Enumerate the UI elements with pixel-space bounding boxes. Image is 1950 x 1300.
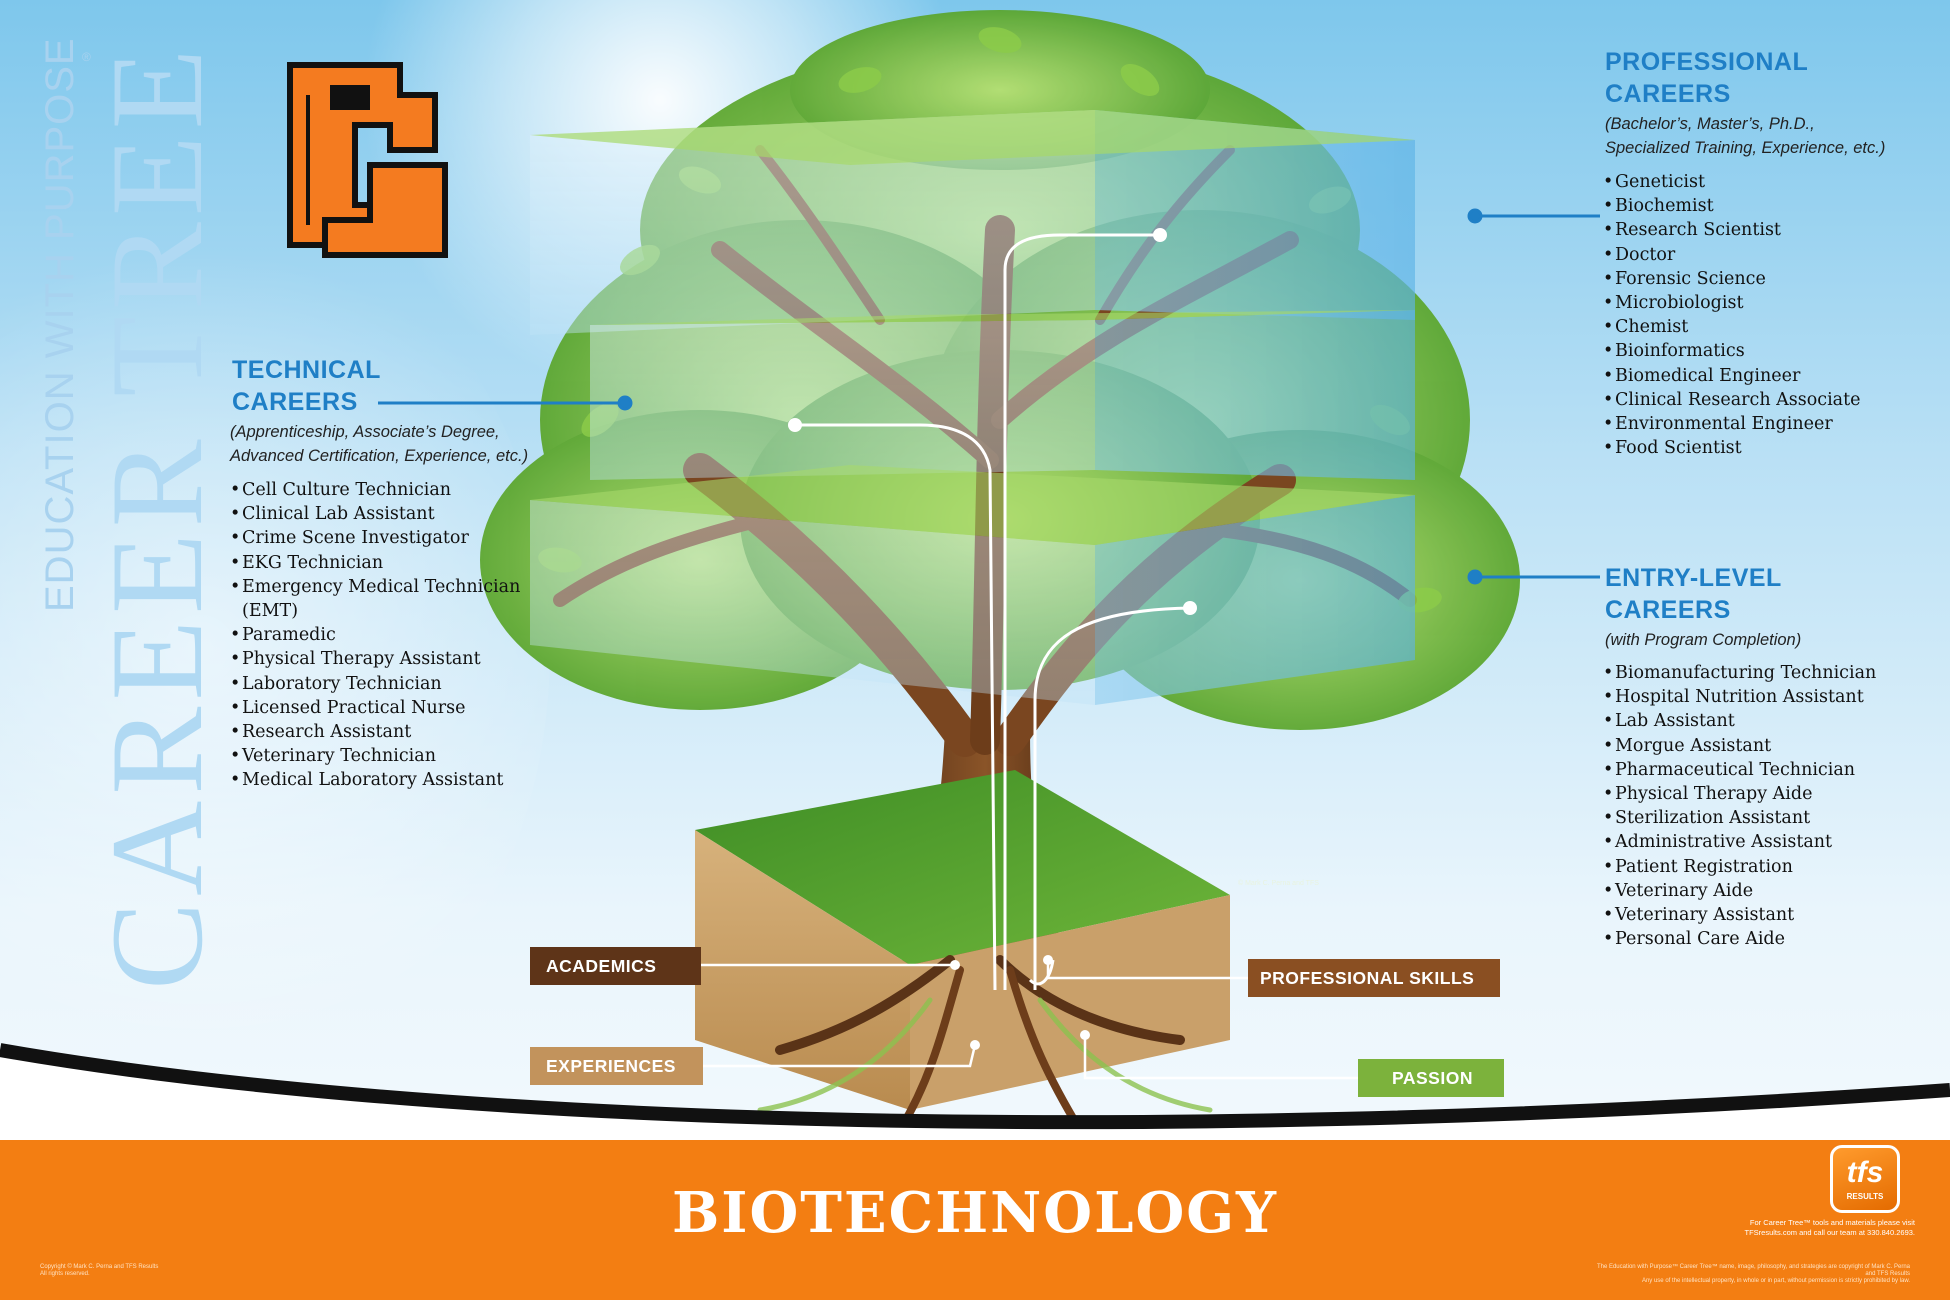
copyright-right: The Education with Purpose™ Career Tree™… xyxy=(1590,1264,1910,1285)
tfs-contact-note: For Career Tree™ tools and materials ple… xyxy=(1730,1218,1915,1238)
list-item: Administrative Assistant xyxy=(1603,830,1876,854)
technical-layer-box xyxy=(590,310,1415,480)
list-item: Lab Assistant xyxy=(1603,709,1876,733)
tfs-note-line2: TFSresults.com and call our team at 330.… xyxy=(1744,1228,1915,1237)
professional-skills-label: PROFESSIONAL SKILLS xyxy=(1248,959,1500,997)
technical-subtitle-line2: Advanced Certification, Experience, etc.… xyxy=(230,447,529,465)
copyright-left: Copyright © Mark C. Perna and TFS Result… xyxy=(40,1264,158,1278)
list-item: Veterinary Assistant xyxy=(1603,903,1876,927)
list-item: Bioinformatics xyxy=(1603,339,1861,363)
list-item: Physical Therapy Aide xyxy=(1603,782,1876,806)
professional-subtitle-line2: Specialized Training, Experience, etc.) xyxy=(1605,139,1886,157)
list-item: Geneticist xyxy=(1603,170,1861,194)
technical-subtitle-line1: (Apprenticeship, Associate’s Degree, xyxy=(230,423,500,441)
heading-pointers xyxy=(378,208,1600,585)
school-logo xyxy=(287,62,448,258)
list-item: Veterinary Aide xyxy=(1603,879,1876,903)
entry-layer-box xyxy=(530,465,1415,705)
list-item: Food Scientist xyxy=(1603,436,1861,460)
technical-subtitle: (Apprenticeship, Associate’s Degree, Adv… xyxy=(230,420,528,468)
professional-subtitle-line1: (Bachelor’s, Master’s, Ph.D., xyxy=(1605,115,1815,133)
ground-block xyxy=(695,770,1230,1110)
entry-careers-list: Biomanufacturing Technician Hospital Nut… xyxy=(1603,661,1876,952)
passion-label: PASSION xyxy=(1358,1059,1504,1097)
professional-heading-line1: PROFESSIONAL xyxy=(1605,48,1809,76)
tfs-results-logo: tfs RESULTS xyxy=(1830,1145,1900,1213)
list-item: Physical Therapy Assistant xyxy=(230,647,520,671)
entry-subtitle: (with Program Completion) xyxy=(1605,628,1801,652)
list-item: EKG Technician xyxy=(230,551,520,575)
tree-roots xyxy=(757,955,1213,1134)
list-item: Microbiologist xyxy=(1603,291,1861,315)
entry-heading: ENTRY-LEVEL CAREERS xyxy=(1605,562,1782,626)
bottom-swoosh-line xyxy=(0,1043,1950,1130)
professional-subtitle: (Bachelor’s, Master’s, Ph.D., Specialize… xyxy=(1605,112,1885,160)
tfs-logo-text: tfs xyxy=(1846,1156,1884,1189)
list-item: Environmental Engineer xyxy=(1603,412,1861,436)
connector-lines xyxy=(795,233,1191,991)
professional-heading-line2: CAREERS xyxy=(1605,80,1731,108)
academics-label: ACADEMICS xyxy=(530,947,701,985)
professional-careers-list: Geneticist Biochemist Research Scientist… xyxy=(1603,170,1861,461)
copyright-right-line1: The Education with Purpose™ Career Tree™… xyxy=(1596,1264,1910,1277)
list-item: Pharmaceutical Technician xyxy=(1603,758,1876,782)
entry-subtitle-line1: (with Program Completion) xyxy=(1605,631,1802,649)
copyright-left-line1: Copyright © Mark C. Perna and TFS Result… xyxy=(40,1264,159,1270)
root-label-dots xyxy=(950,955,1090,1050)
list-item: Sterilization Assistant xyxy=(1603,806,1876,830)
root-label-leaders xyxy=(683,960,1358,1080)
list-item: Morgue Assistant xyxy=(1603,734,1876,758)
entry-heading-line2: CAREERS xyxy=(1605,596,1731,624)
entry-heading-line1: ENTRY-LEVEL xyxy=(1605,564,1782,592)
title-band xyxy=(0,1140,1950,1300)
list-item: Medical Laboratory Assistant xyxy=(230,768,520,792)
list-item: Biomedical Engineer xyxy=(1603,364,1861,388)
list-item: Licensed Practical Nurse xyxy=(230,696,520,720)
copyright-left-line2: All rights reserved. xyxy=(40,1271,90,1277)
copyright-right-line2: Any use of the intellectual property, in… xyxy=(1641,1278,1910,1284)
list-item: Forensic Science xyxy=(1603,267,1861,291)
technical-heading-line1: TECHNICAL xyxy=(232,356,381,384)
list-item: Paramedic xyxy=(230,623,520,647)
technical-heading: TECHNICAL CAREERS xyxy=(232,354,381,418)
list-item: Hospital Nutrition Assistant xyxy=(1603,685,1876,709)
technical-heading-line2: CAREERS xyxy=(232,388,358,416)
professional-layer-box xyxy=(530,110,1415,335)
tfs-logo-subtext: RESULTS xyxy=(1846,1192,1884,1201)
poster-title: BIOTECHNOLOGY xyxy=(671,1180,1279,1246)
experiences-label: EXPERIENCES xyxy=(530,1047,703,1085)
list-item: Research Assistant xyxy=(230,720,520,744)
list-item: Emergency Medical Technician xyxy=(230,575,520,599)
registered-mark: ® xyxy=(82,50,91,64)
list-item-continuation: (EMT) xyxy=(242,601,299,622)
list-item: Clinical Research Associate xyxy=(1603,388,1861,412)
list-item: Cell Culture Technician xyxy=(230,478,520,502)
list-item: Research Scientist xyxy=(1603,218,1861,242)
list-item: Chemist xyxy=(1603,315,1861,339)
list-item: Doctor xyxy=(1603,243,1861,267)
list-item: Laboratory Technician xyxy=(230,672,520,696)
list-item: Biomanufacturing Technician xyxy=(1603,661,1876,685)
list-item: Crime Scene Investigator xyxy=(230,526,520,550)
connector-dots xyxy=(788,228,1197,615)
tfs-note-line1: For Career Tree™ tools and materials ple… xyxy=(1749,1218,1915,1227)
professional-heading: PROFESSIONAL CAREERS xyxy=(1605,46,1808,110)
art-credit: © Mark C. Perna and TFS xyxy=(1238,880,1319,887)
technical-careers-list: Cell Culture Technician Clinical Lab Ass… xyxy=(230,478,520,793)
list-item: Veterinary Technician xyxy=(230,744,520,768)
list-item: Biochemist xyxy=(1603,194,1861,218)
list-item: Patient Registration xyxy=(1603,855,1876,879)
list-item: Personal Care Aide xyxy=(1603,927,1876,951)
list-item: Clinical Lab Assistant xyxy=(230,502,520,526)
